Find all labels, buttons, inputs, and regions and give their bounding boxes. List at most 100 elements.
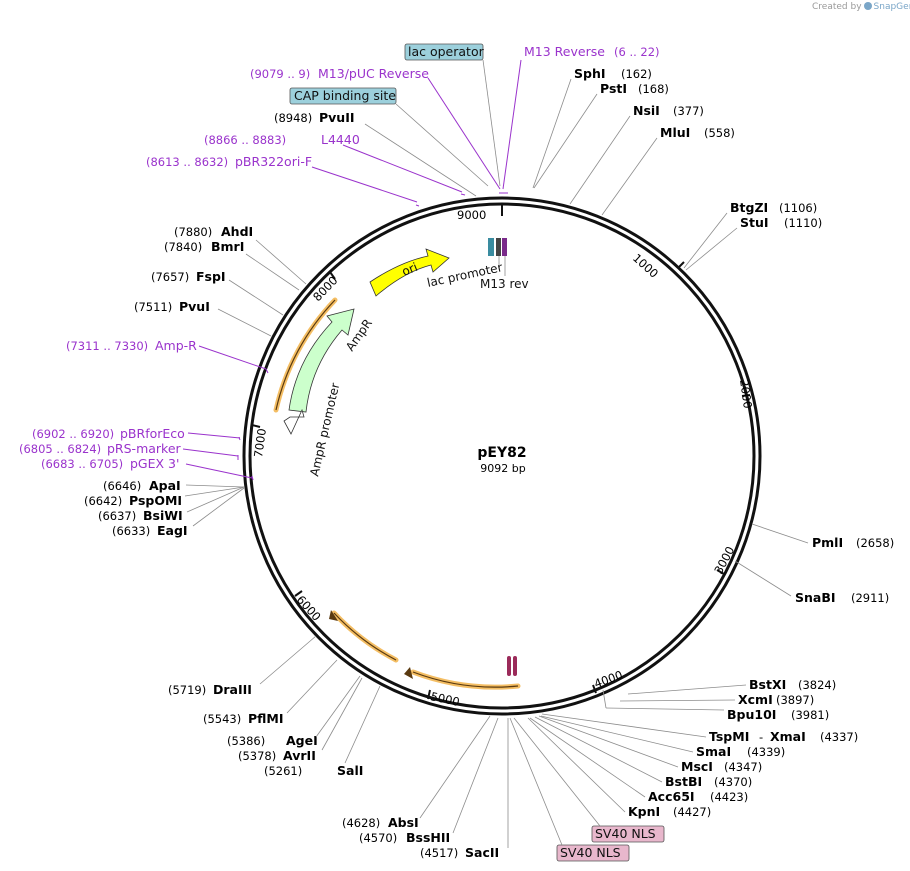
enzyme-fspi-name: FspI <box>196 269 226 284</box>
enzyme-bstbi-name: BstBI <box>665 774 702 789</box>
enzyme-snabi-pos: (2911) <box>851 591 889 605</box>
enzyme-kpni-leader <box>527 717 626 813</box>
snapgene-logo-icon <box>863 2 872 10</box>
m13-rev-glyph <box>502 238 507 256</box>
enzyme-apai-leader <box>185 484 245 488</box>
enzyme-kpni-pos: (4427) <box>673 805 711 819</box>
tick-mark <box>716 569 725 575</box>
l4440-range: (8866 .. 8883) <box>204 133 286 147</box>
enzyme-smai-name: SmaI <box>696 744 731 759</box>
enzyme-sali-leader <box>344 685 381 764</box>
enzyme-snabi-leader <box>734 560 792 597</box>
enzyme-bsiwi-name: BsiWI <box>143 508 183 523</box>
enzyme-mlui-pos: (558) <box>704 126 735 140</box>
pbr322ori-f-leader <box>311 166 418 203</box>
enzyme-draiii-pos: (5719) <box>168 683 206 697</box>
enzyme-sali-pos: (5261) <box>264 764 302 778</box>
enzyme-nsii-name: NsiI <box>633 103 660 118</box>
m13-puc-reverse-range: (9079 .. 9) <box>250 67 310 81</box>
enzyme-bmri-leader <box>245 253 300 291</box>
amp-r-label: Amp-R <box>155 338 197 353</box>
sv40-nls-leader-1 <box>513 717 601 827</box>
enzyme-xmai-name: XmaI <box>770 729 806 744</box>
enzyme-agei-leader <box>315 675 361 738</box>
enzyme-psti-pos: (168) <box>638 82 669 96</box>
sv40-nls-label-2: SV40 NLS <box>560 845 621 860</box>
enzyme-avrii-name: AvrII <box>283 748 316 763</box>
sv40-nls-glyph-2 <box>513 656 517 676</box>
tick-mark <box>251 424 261 428</box>
enzyme-sphi-name: SphI <box>574 66 606 81</box>
pbrforeco-leader <box>187 432 241 439</box>
enzyme-avrii-pos: (5378) <box>238 749 276 763</box>
backbone-outer-strand <box>242 196 762 716</box>
enzyme-bsshii-pos: (4570) <box>359 831 397 845</box>
enzyme-bpu10i-name: Bpu10I <box>727 707 776 722</box>
enzyme-pflmi-name: PflMI <box>248 711 284 726</box>
m13-rev-label: M13 rev <box>480 277 529 291</box>
credit-brand: SnapGene <box>873 2 910 12</box>
m13-reverse-leader <box>502 59 522 190</box>
enzyme-pflmi-pos: (5543) <box>203 712 241 726</box>
enzyme-btgzi-leader <box>683 212 728 269</box>
amp-r-mark <box>265 368 269 374</box>
enzyme-apai-pos: (6646) <box>103 479 141 493</box>
sv40-nls-box-2 <box>556 844 630 862</box>
prs-marker-leader <box>182 448 239 457</box>
enzyme-pvuii-pos: (8948) <box>274 111 312 125</box>
enzyme-bpu10i-pos: (3981) <box>791 708 829 722</box>
enzyme-bstbi-leader <box>534 716 663 783</box>
enzyme-bmri-name: BmrI <box>211 239 244 254</box>
enzyme-tspmi-name: TspMI <box>709 729 749 744</box>
tick-label-5000: 5000 <box>429 689 461 709</box>
pbr322ori-f-label: pBR322ori-F <box>235 154 312 169</box>
m13-reverse-label: M13 Reverse <box>524 44 605 59</box>
cap-binding-site-label: CAP binding site <box>294 88 396 103</box>
enzyme-bmri-pos: (7840) <box>164 240 202 254</box>
pgex-3-leader <box>185 463 253 479</box>
enzyme-psti-leader <box>533 93 598 189</box>
enzyme-smai-pos: (4339) <box>747 745 785 759</box>
enzyme-msci-leader <box>538 715 679 768</box>
tick-label-7000: 7000 <box>251 427 269 458</box>
plasmid-length: 9092 bp <box>480 462 525 475</box>
enzyme-xcmi-name: XcmI <box>738 692 773 707</box>
enzyme-bsiwi-pos: (6637) <box>98 509 136 523</box>
enzyme-bsshii-leader <box>452 717 499 834</box>
enzyme-pvuii-name: PvuII <box>319 110 355 125</box>
enzyme-sphi-leader <box>532 78 572 189</box>
enzyme-bstbi-pos: (4370) <box>714 775 752 789</box>
tick-mark <box>329 271 336 280</box>
enzyme-eagi-pos: (6633) <box>112 524 150 538</box>
enzyme-acc65i-name: Acc65I <box>648 789 695 804</box>
enzyme-nsii-leader <box>569 115 631 205</box>
sv40-nls-label-1: SV40 NLS <box>595 826 656 841</box>
enzyme-kpni-name: KpnI <box>628 804 660 819</box>
highlight-arc-2-line <box>412 671 519 688</box>
enzyme-pvuii-leader <box>364 123 477 197</box>
primer-labels: M13 Reverse (6 .. 22) (9079 .. 9) M13/pU… <box>19 44 660 479</box>
m13-puc-reverse-leader <box>427 77 501 190</box>
enzyme-pflmi-leader <box>286 659 338 714</box>
enzyme-apai-name: ApaI <box>149 478 181 493</box>
ori-arrow <box>369 248 450 297</box>
enzyme-sali-name: SalI <box>337 763 363 778</box>
enzyme-tspmi-pos: (4337) <box>820 730 858 744</box>
enzyme-labels: SphI (162) PstI (168) NsiI (377) MluI (5… <box>84 66 894 860</box>
enzyme-pvui-name: PvuI <box>179 299 210 314</box>
enzyme-sacii-name: SacII <box>465 845 499 860</box>
ampr-promoter-label: AmpR promoter <box>307 382 342 478</box>
enzyme-tspmi-leader <box>541 713 707 738</box>
tick-marks: 1000 2000 3000 4000 5000 6000 7000 8000 … <box>251 203 755 709</box>
enzyme-smai-leader <box>540 715 694 753</box>
l4440-mark <box>460 193 466 196</box>
enzyme-ahdi-name: AhdI <box>221 224 253 239</box>
enzyme-agei-pos: (5386) <box>227 734 265 748</box>
amp-r-leader <box>198 345 267 370</box>
tick-mark <box>294 590 303 597</box>
tick-label-4000: 4000 <box>592 668 624 691</box>
sv40-nls-glyph-1 <box>507 656 511 676</box>
enzyme-bpu10i-leader-2 <box>602 689 607 709</box>
prs-marker-range: (6805 .. 6824) <box>19 442 101 456</box>
